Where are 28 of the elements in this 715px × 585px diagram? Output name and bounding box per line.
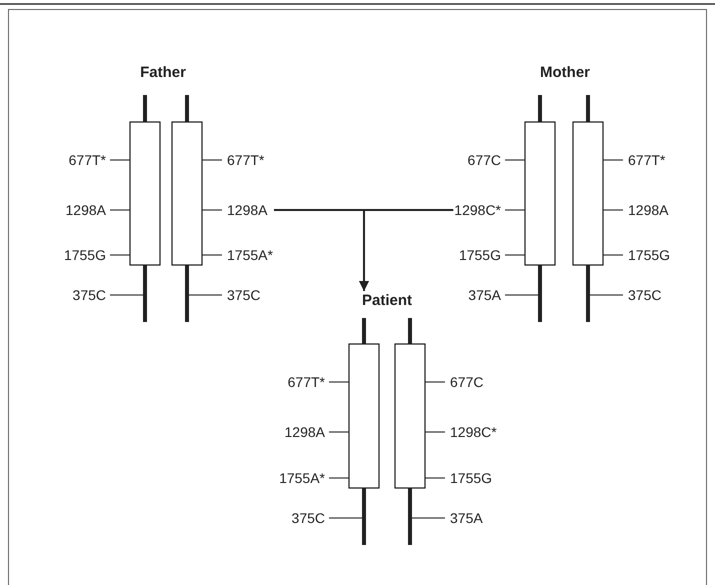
arrow [359,209,454,291]
allele-label: 1298A [628,202,668,218]
allele-label: 1298A [227,202,268,218]
allele-label: 375C [227,287,260,303]
allele-label: 375C [292,510,325,526]
person-heading: Patient [362,292,412,309]
person-heading: Father [140,64,186,81]
allele-label: 677T* [227,152,264,168]
allele-label: 1755G [450,470,492,486]
allele-label: 1755G [64,247,106,263]
allele-label: 1755A* [227,247,273,263]
allele-label: 677C [450,374,484,390]
allele-label: 1298A [66,202,106,218]
person-heading: Mother [540,64,590,81]
allele-label: 677C [468,152,501,168]
allele-label: 375C [72,287,106,303]
allele-label: 375A [450,510,483,526]
allele-label: 1298A [284,424,325,440]
allele-label: 1298C* [450,424,497,440]
allele-label: 1298C* [454,202,501,218]
allele-label: 1755G [628,247,670,263]
allele-label: 677T* [288,374,325,390]
allele-label: 375A [468,287,501,303]
allele-label: 375C [628,287,662,303]
allele-label: 677T* [68,152,106,168]
allele-label: 1755G [458,247,501,263]
allele-label: 1755A* [279,470,325,486]
allele-label: 677T* [628,152,666,168]
